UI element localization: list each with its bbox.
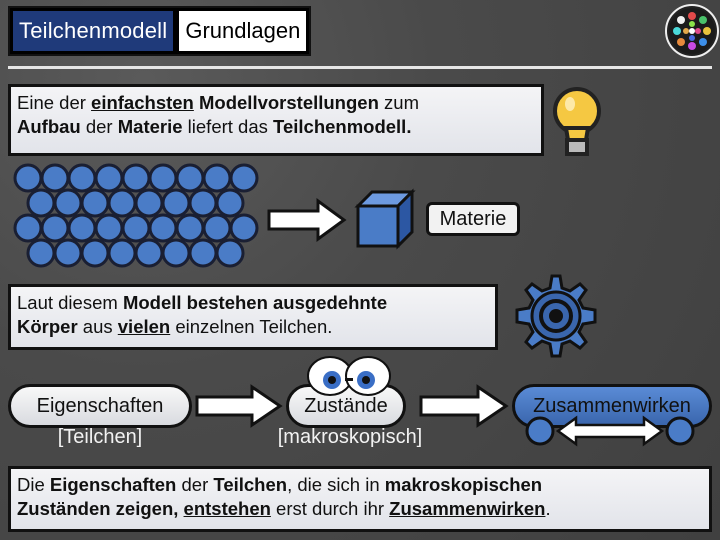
text-fragment: Laut diesem — [17, 292, 123, 313]
gear-icon — [508, 268, 604, 364]
text-fragment: der — [176, 474, 214, 495]
text-fragment: liefert das — [182, 116, 274, 137]
zustaende-pill: Zustände — [286, 384, 406, 428]
double-arrow-icon — [524, 414, 696, 448]
text-fragment: Materie — [117, 116, 183, 137]
text-fragment: zum — [378, 92, 419, 113]
text-fragment: Zuständen zeigen, — [17, 498, 184, 519]
conclusion-text-box: Die Eigenschaften der Teilchen, die sich… — [8, 466, 712, 532]
text-fragment: einzelnen Teilchen. — [170, 316, 333, 337]
title-part-2: Grundlagen — [176, 8, 310, 54]
lightbulb-icon — [550, 84, 604, 158]
text-fragment: einfachsten — [91, 92, 194, 113]
text-fragment: Zusammenwirken — [389, 498, 546, 519]
model-text-box: Laut diesem Modell bestehen ausgedehnte … — [8, 284, 498, 350]
arrow-right-icon — [266, 198, 348, 242]
text-fragment: Teilchen — [213, 474, 288, 495]
intro-text-box: Eine der einfachsten Modellvorstellungen… — [8, 84, 544, 156]
text-fragment: Eine der — [17, 92, 92, 113]
arrow-right-icon — [194, 384, 284, 428]
text-fragment: aus — [77, 316, 118, 337]
zustaende-subtitle: [makroskopisch] — [277, 426, 423, 448]
text-fragment: Teilchenmodell. — [273, 116, 412, 137]
text-fragment: . — [545, 498, 551, 519]
cube-icon — [354, 188, 416, 250]
arrow-right-icon — [418, 384, 510, 428]
text-fragment: Eigenschaften — [49, 474, 177, 495]
logo-icon — [665, 4, 719, 58]
text-fragment: vielen — [117, 316, 171, 337]
particle-lattice-icon — [8, 162, 268, 274]
divider — [8, 66, 712, 69]
text-fragment: makroskopischen — [384, 474, 543, 495]
text-fragment: Modell bestehen ausgedehnte — [122, 292, 388, 313]
eigenschaften-pill: Eigenschaften — [8, 384, 192, 428]
text-fragment: der — [80, 116, 118, 137]
text-fragment: , die sich in — [287, 474, 385, 495]
eigenschaften-subtitle: [Teilchen] — [57, 426, 143, 448]
text-fragment: Körper — [17, 316, 78, 337]
text-fragment: erst durch ihr — [270, 498, 390, 519]
text-fragment: entstehen — [183, 498, 271, 519]
text-fragment: Aufbau — [17, 116, 81, 137]
eyes-icon — [300, 354, 396, 396]
title-part-1: Teilchenmodell — [10, 8, 177, 54]
text-fragment: Modellvorstellungen — [193, 92, 379, 113]
text-fragment: Die — [17, 474, 50, 495]
materie-label: Materie — [426, 202, 520, 236]
title-bar: Teilchenmodell Grundlagen — [8, 6, 312, 56]
